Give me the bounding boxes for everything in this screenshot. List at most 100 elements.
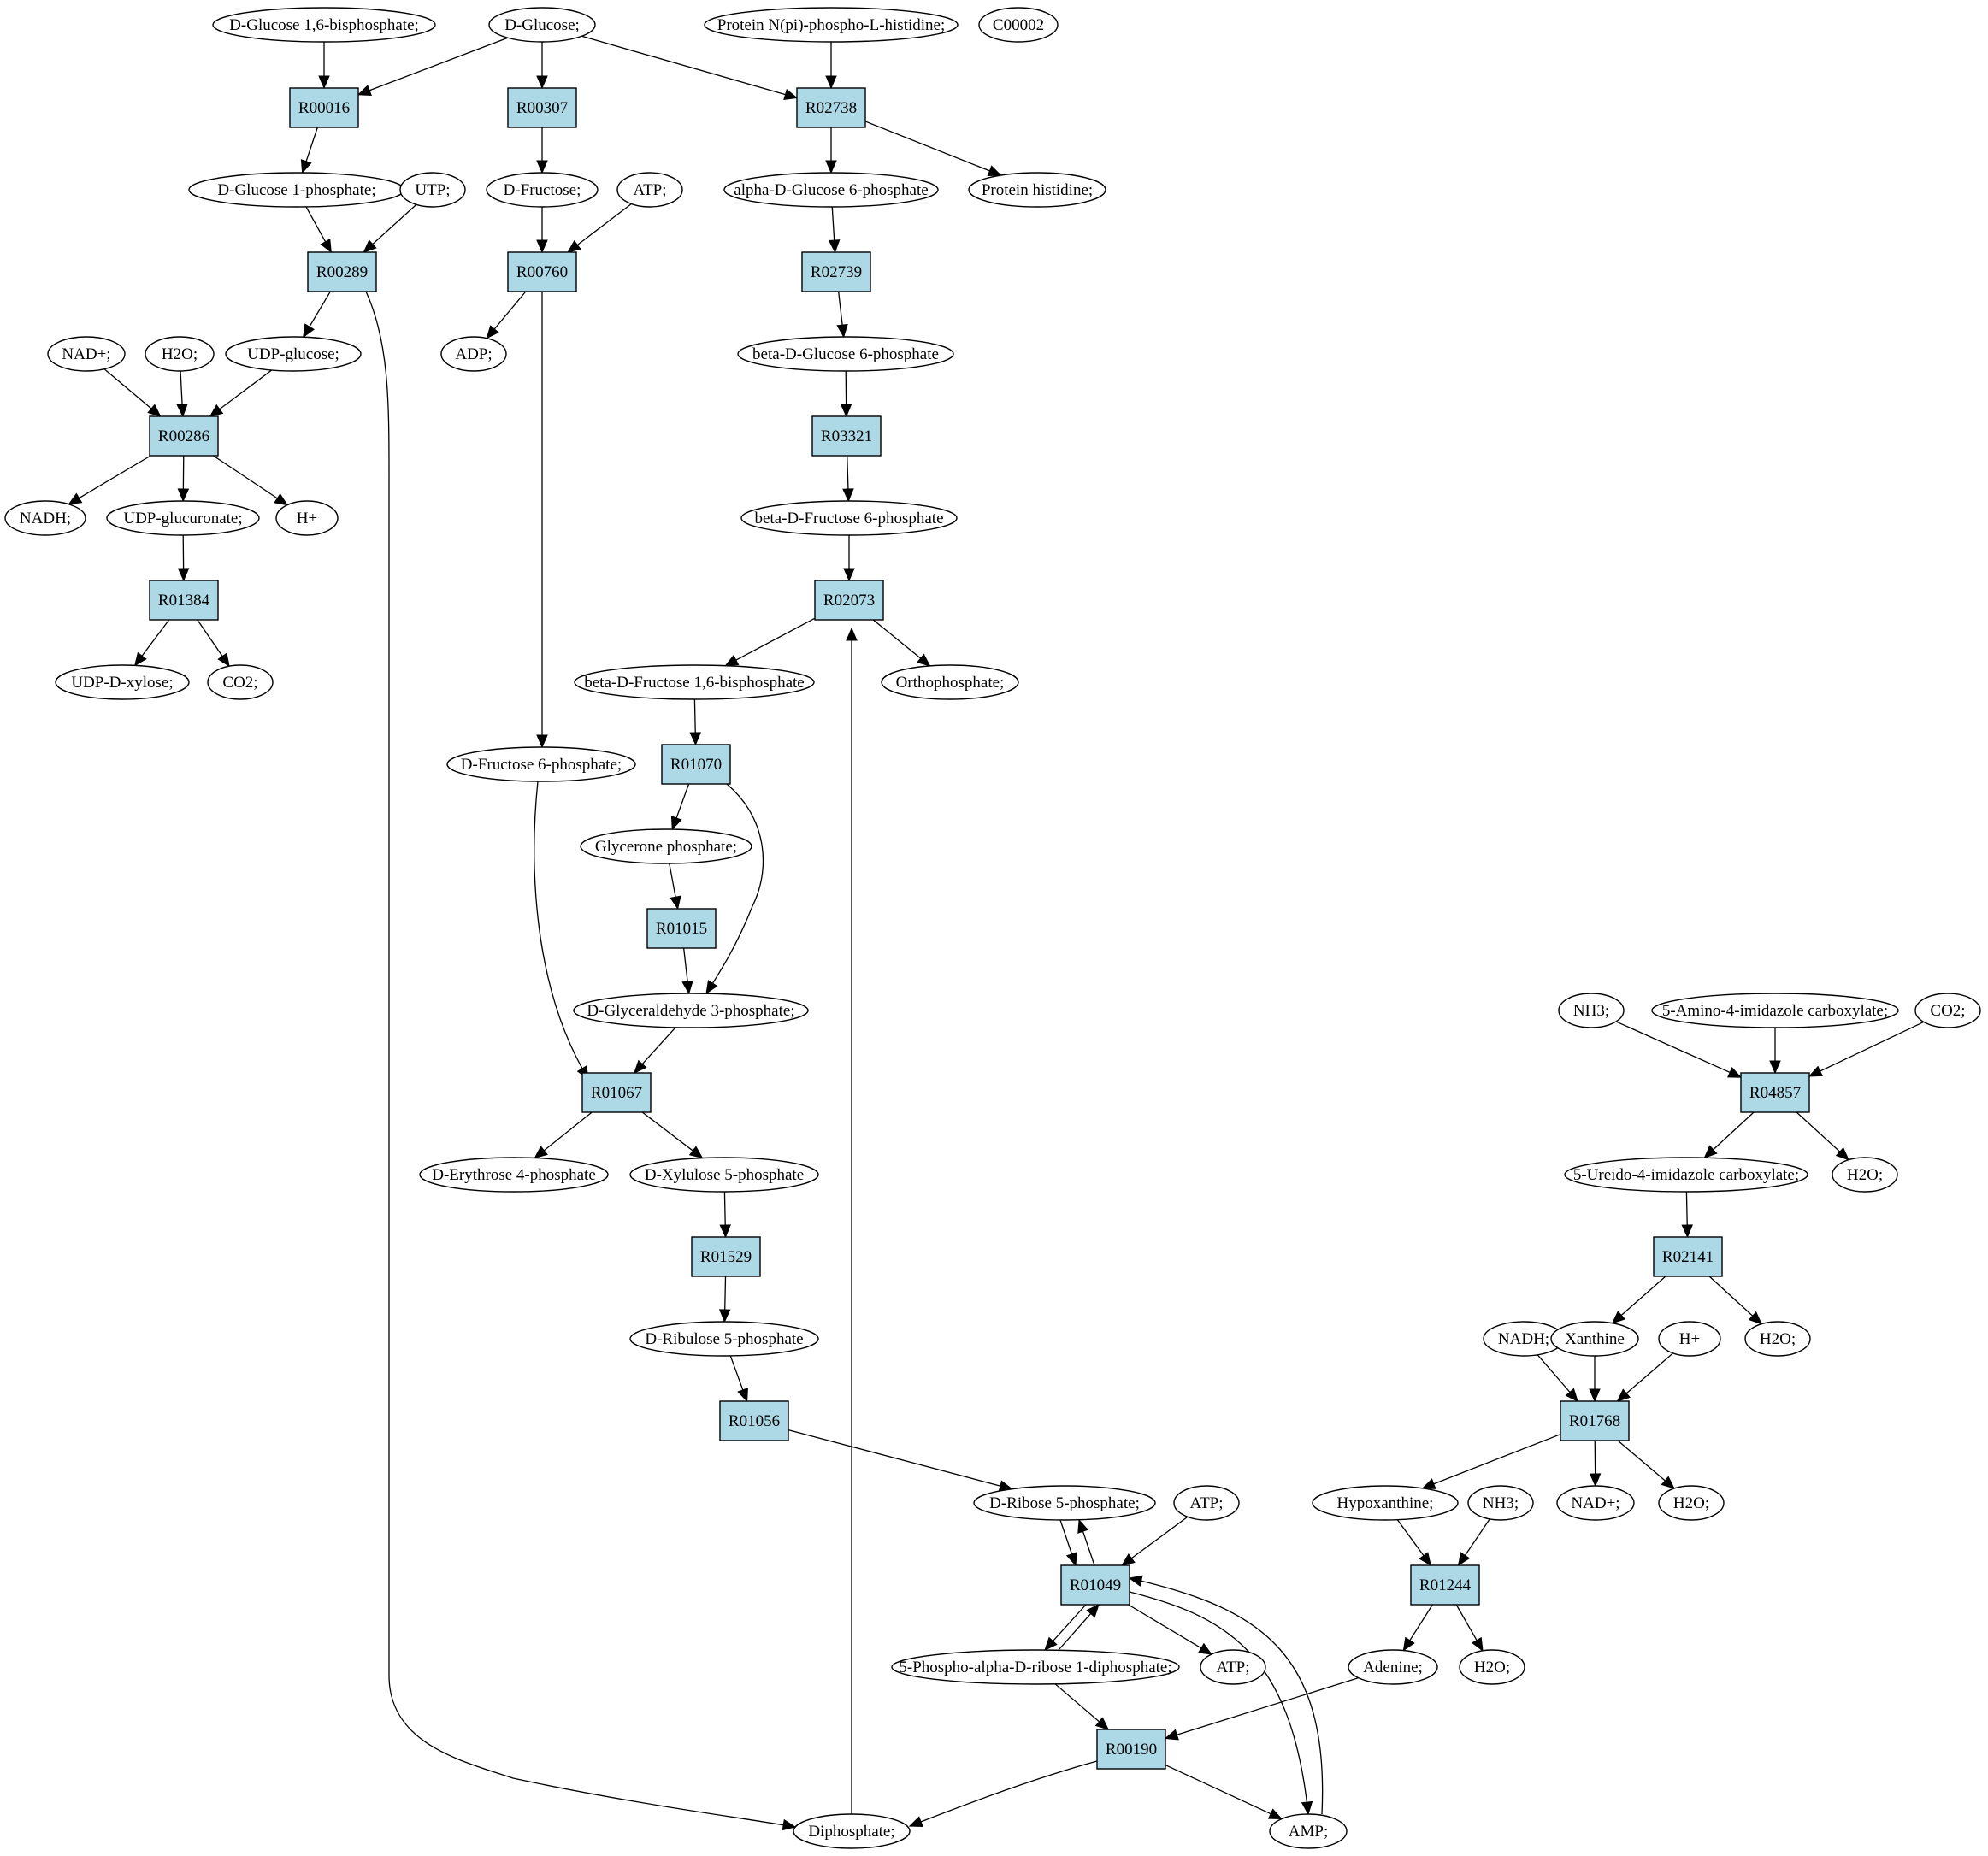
- compound-node-udpglcur[interactable]: UDP-glucuronate;: [106, 500, 260, 536]
- compound-node-glc16bp[interactable]: D-Glucose 1,6-bisphosphate;: [212, 7, 436, 43]
- compound-node-xan[interactable]: Xanthine: [1550, 1321, 1639, 1357]
- compound-node-dhap[interactable]: Glycerone phosphate;: [580, 828, 752, 864]
- node-label: R00190: [1106, 1741, 1157, 1759]
- compound-node-glc1p[interactable]: D-Glucose 1-phosphate;: [188, 172, 405, 208]
- reaction-box: [149, 415, 219, 457]
- compound-ellipse: [704, 7, 959, 43]
- compound-node-udpxyl[interactable]: UDP-D-xylose;: [55, 664, 190, 700]
- arrowhead: [1471, 1636, 1484, 1652]
- reaction-node-r02141[interactable]: R02141: [1653, 1236, 1723, 1277]
- reaction-node-r00307[interactable]: R00307: [507, 87, 577, 128]
- edge-R01049-to-amp: [1129, 1591, 1313, 1816]
- reaction-node-r01244[interactable]: R01244: [1410, 1564, 1480, 1606]
- reaction-node-r02739[interactable]: R02739: [801, 251, 871, 292]
- compound-node-aic[interactable]: 5-Amino-4-imidazole carboxylate;: [1651, 993, 1899, 1028]
- edge-R00307-to-fru: [536, 127, 548, 174]
- edge-R00760-to-f6p: [536, 292, 548, 749]
- reaction-node-r02738[interactable]: R02738: [796, 87, 866, 128]
- compound-node-ppi[interactable]: Diphosphate;: [793, 1813, 911, 1849]
- compound-node-udpglc[interactable]: UDP-glucose;: [225, 336, 362, 372]
- reaction-node-r01384[interactable]: R01384: [149, 580, 219, 621]
- edge-R00286-to-nadh1: [68, 455, 151, 505]
- compound-node-nadh1[interactable]: NADH;: [4, 500, 86, 536]
- compound-node-atp3[interactable]: ATP;: [1200, 1649, 1266, 1685]
- compound-node-h2o5[interactable]: H2O;: [1459, 1649, 1525, 1685]
- node-label: H2O;: [1760, 1330, 1796, 1348]
- compound-node-hplus2[interactable]: H+: [1658, 1321, 1721, 1357]
- reaction-node-r01768[interactable]: R01768: [1560, 1400, 1630, 1441]
- edge-xu5p-to-R01529: [719, 1191, 731, 1239]
- edge-R01070-to-dhap: [670, 783, 690, 831]
- edge-line: [1422, 1434, 1561, 1489]
- compound-node-xu5p[interactable]: D-Xylulose 5-phosphate: [629, 1157, 819, 1193]
- compound-ellipse: [1269, 1813, 1348, 1849]
- arrowhead: [718, 1309, 731, 1323]
- compound-node-atp1[interactable]: ATP;: [616, 172, 683, 208]
- compound-node-nh3a[interactable]: NH3;: [1558, 993, 1625, 1028]
- compound-node-f6p[interactable]: D-Fructose 6-phosphate;: [446, 746, 636, 782]
- reaction-box: [691, 1236, 761, 1277]
- edge-R00190-to-ppi: [908, 1760, 1098, 1827]
- arrowhead: [633, 1059, 647, 1074]
- node-label: R00016: [298, 99, 350, 117]
- reaction-node-r01049[interactable]: R01049: [1060, 1564, 1130, 1606]
- compound-node-co2b[interactable]: CO2;: [1914, 993, 1981, 1028]
- reaction-node-r00286[interactable]: R00286: [149, 415, 219, 457]
- compound-node-h2o1[interactable]: H2O;: [145, 336, 215, 372]
- compound-node-adp[interactable]: ADP;: [440, 336, 507, 372]
- compound-node-c00002[interactable]: C00002: [978, 7, 1059, 43]
- compound-ellipse: [740, 500, 958, 536]
- compound-node-nh3b[interactable]: NH3;: [1467, 1485, 1534, 1521]
- compound-ellipse: [419, 1157, 609, 1193]
- compound-node-g3p[interactable]: D-Glyceraldehyde 3-phosphate;: [573, 993, 809, 1028]
- compound-node-h2o2[interactable]: H2O;: [1832, 1157, 1898, 1193]
- compound-node-glc[interactable]: D-Glucose;: [488, 7, 596, 43]
- compound-node-co2a[interactable]: CO2;: [207, 664, 274, 700]
- compound-node-r5p[interactable]: D-Ribose 5-phosphate;: [973, 1485, 1156, 1521]
- node-label: R00286: [158, 427, 209, 445]
- compound-node-nadp2[interactable]: NAD+;: [1556, 1485, 1635, 1521]
- compound-node-bf16bp[interactable]: beta-D-Fructose 1,6-bisphosphate: [574, 664, 815, 700]
- compound-ellipse: [793, 1813, 911, 1849]
- compound-node-h2o4[interactable]: H2O;: [1658, 1485, 1725, 1521]
- reaction-node-r00016[interactable]: R00016: [289, 87, 359, 128]
- compound-node-ag6p[interactable]: alpha-D-Glucose 6-phosphate: [723, 172, 939, 208]
- compound-node-atp2[interactable]: ATP;: [1173, 1485, 1240, 1521]
- compound-node-amp[interactable]: AMP;: [1269, 1813, 1348, 1849]
- compound-node-ade[interactable]: Adenine;: [1348, 1649, 1438, 1685]
- compound-node-ru5p[interactable]: D-Ribulose 5-phosphate: [629, 1321, 819, 1357]
- compound-ellipse: [1832, 1157, 1898, 1193]
- compound-node-hyp[interactable]: Hypoxanthine;: [1312, 1485, 1459, 1521]
- compound-node-prothis[interactable]: Protein histidine;: [968, 172, 1106, 208]
- compound-node-prpp[interactable]: 5-Phospho-alpha-D-ribose 1-diphosphate;: [891, 1649, 1180, 1685]
- compound-node-h2o3[interactable]: H2O;: [1744, 1321, 1811, 1357]
- compound-node-protphis[interactable]: Protein N(pi)-phospho-L-histidine;: [704, 7, 959, 43]
- compound-node-uic[interactable]: 5-Ureido-4-imidazole carboxylate;: [1564, 1157, 1808, 1193]
- compound-ellipse: [1658, 1321, 1721, 1357]
- reaction-node-r00760[interactable]: R00760: [507, 251, 577, 292]
- reaction-node-r01070[interactable]: R01070: [661, 744, 731, 785]
- edge-xan-to-R01768: [1589, 1356, 1601, 1403]
- reaction-node-r00190[interactable]: R00190: [1096, 1729, 1166, 1770]
- reaction-node-r01067[interactable]: R01067: [581, 1072, 652, 1113]
- edge-line: [534, 781, 589, 1080]
- reaction-node-r00289[interactable]: R00289: [307, 251, 377, 292]
- compound-node-hplus1[interactable]: H+: [275, 500, 339, 536]
- compound-node-e4p[interactable]: D-Erythrose 4-phosphate: [419, 1157, 609, 1193]
- arrowhead: [176, 404, 188, 418]
- reaction-node-r01056[interactable]: R01056: [719, 1400, 789, 1441]
- reaction-node-r01529[interactable]: R01529: [691, 1236, 761, 1277]
- reaction-node-r01015[interactable]: R01015: [646, 908, 717, 949]
- compound-node-nadp[interactable]: NAD+;: [47, 336, 126, 372]
- compound-node-bf6p[interactable]: beta-D-Fructose 6-phosphate: [740, 500, 958, 536]
- reaction-node-r02073[interactable]: R02073: [814, 580, 884, 621]
- reaction-node-r04857[interactable]: R04857: [1740, 1072, 1810, 1113]
- compound-node-nadh2[interactable]: NADH;: [1483, 1321, 1565, 1357]
- reaction-node-r03321[interactable]: R03321: [811, 415, 882, 457]
- node-label: CO2;: [222, 674, 257, 692]
- compound-node-orthop[interactable]: Orthophosphate;: [881, 664, 1019, 700]
- compound-node-bg6p[interactable]: beta-D-Glucose 6-phosphate: [737, 336, 954, 372]
- compound-node-fru[interactable]: D-Fructose;: [486, 172, 599, 208]
- compound-node-utp[interactable]: UTP;: [399, 172, 466, 208]
